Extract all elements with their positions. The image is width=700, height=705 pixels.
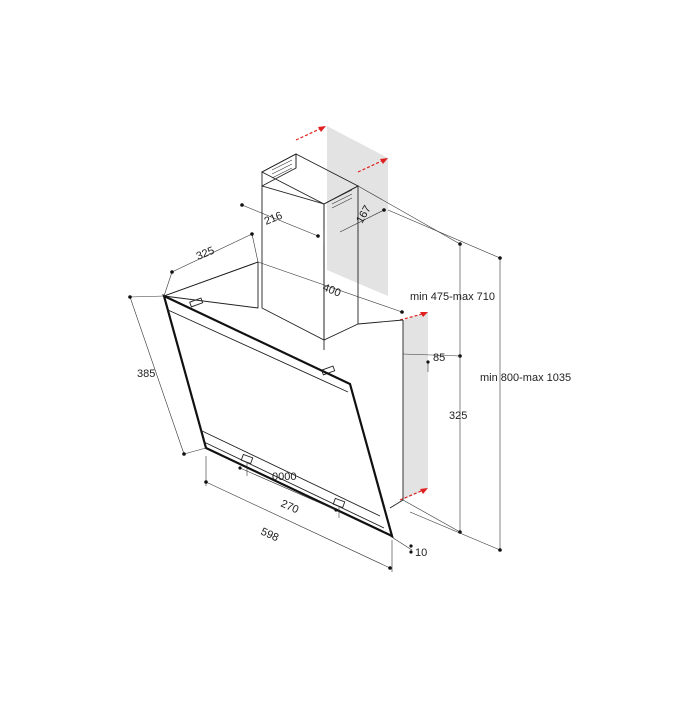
dim-270 — [238, 462, 340, 518]
wall-shade-lower — [403, 312, 428, 500]
vent-icon — [271, 159, 353, 209]
dim-325-height-label: 325 — [449, 410, 467, 422]
dim-325-depth-label: 325 — [195, 245, 217, 263]
hood-body — [163, 261, 404, 509]
dim-10-label: 10 — [415, 547, 427, 559]
control-knobs — [240, 453, 346, 509]
dim-167 — [339, 208, 386, 233]
dim-598 — [204, 456, 393, 572]
dim-385-label: 385 — [137, 368, 155, 380]
dim-10 — [389, 535, 413, 554]
dim-216-label: 216 — [263, 210, 285, 228]
dim-total-range-label: min 800-max 1035 — [480, 372, 571, 384]
dim-325-height — [458, 356, 462, 534]
wall-shade-upper — [327, 126, 388, 296]
glass-panel — [162, 293, 394, 539]
dim-85-label: 85 — [433, 352, 445, 364]
dim-85 — [402, 353, 461, 372]
dim-385 — [128, 295, 207, 456]
extension-lines — [357, 185, 501, 551]
dim-216 — [240, 200, 325, 244]
dim-598-label: 598 — [259, 526, 281, 544]
dim-325-depth — [163, 232, 259, 297]
chimney-top-arrows — [295, 126, 428, 501]
dim-270-label: 270 — [279, 498, 301, 516]
dim-chimney-range-label: min 475-max 710 — [410, 291, 495, 303]
control-buttons-label: 0000 — [272, 471, 296, 483]
dim-total-range — [498, 256, 502, 552]
dim-400 — [257, 261, 404, 314]
